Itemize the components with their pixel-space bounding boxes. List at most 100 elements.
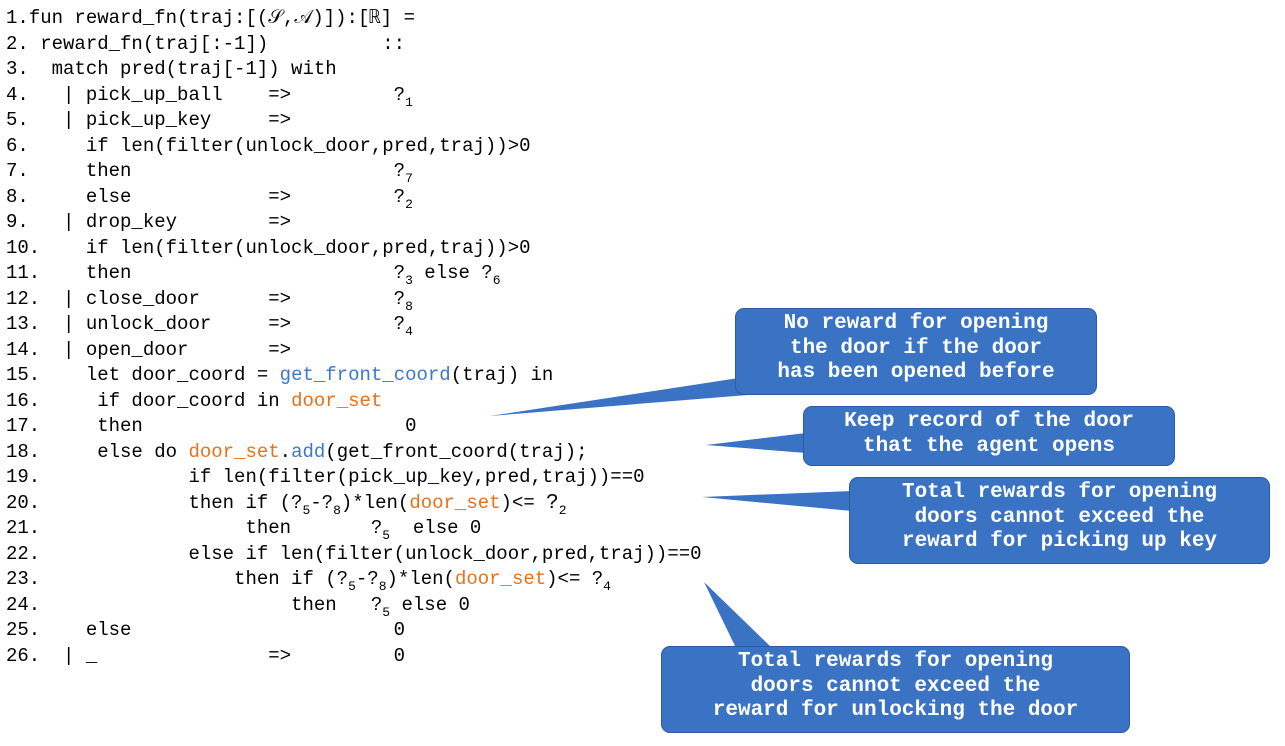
- hole-subscript: 2: [558, 502, 567, 518]
- code-text: reward_fn(traj[:-1]) ::: [28, 32, 406, 55]
- code-text: then ?: [40, 593, 383, 616]
- pointer-exceed-unlock-door: [704, 582, 772, 648]
- code-line: 11. then ?3 else ?6: [6, 262, 501, 288]
- code-line: 2. reward_fn(traj[:-1]) ::: [6, 33, 405, 55]
- hole-subscript: 6: [492, 273, 501, 288]
- code-text: )<= ?: [546, 568, 604, 590]
- code-line: 20. then if (?5-?8)*len(door_set)<= ?2: [6, 491, 567, 518]
- code-text: if len(filter(unlock_door,pred,traj))>0: [28, 134, 531, 157]
- code-line: 10. if len(filter(unlock_door,pred,traj)…: [6, 237, 531, 259]
- code-text: else => ?: [28, 185, 406, 208]
- callout-line: doors cannot exceed the: [750, 674, 1041, 698]
- code-text: else 0: [40, 619, 406, 641]
- code-text: then ?: [28, 160, 406, 182]
- line-number: 10.: [6, 236, 41, 259]
- code-text: match pred(traj[-1]) with: [28, 58, 337, 80]
- code-text: -?: [355, 568, 379, 590]
- line-number: 22.: [6, 542, 41, 565]
- code-line: 19. if len(filter(pick_up_key,pred,traj)…: [6, 466, 645, 488]
- code-text: | _ => 0: [40, 644, 406, 667]
- code-text: then if (?: [40, 568, 349, 590]
- line-number: 17.: [6, 415, 41, 437]
- code-line: 6. if len(filter(unlock_door,pred,traj))…: [6, 135, 531, 157]
- hole-subscript: 4: [405, 324, 413, 339]
- pointer-exceed-pick-key: [702, 491, 852, 511]
- code-text: then ?: [40, 262, 406, 284]
- code-line: 9. | drop_key =>: [6, 211, 291, 233]
- line-number: 14.: [6, 338, 41, 361]
- callout-line: doors cannot exceed the: [914, 505, 1205, 529]
- code-line: 14. | open_door =>: [6, 339, 291, 361]
- hole-subscript: 1: [405, 94, 413, 110]
- code-text: (get_front_coord(traj);: [325, 440, 588, 463]
- code-line: 13. | unlock_door => ?4: [6, 313, 413, 339]
- code-text: )<=: [500, 491, 547, 514]
- hole-subscript: 5: [302, 502, 311, 518]
- code-line: 4. | pick_up_ball => ?1: [6, 83, 413, 110]
- callout-record-door: Keep record of the door that the agent o…: [803, 406, 1175, 466]
- code-text: else 0: [390, 517, 482, 539]
- line-number: 13.: [6, 313, 41, 335]
- code-line: 7. then ?7: [6, 160, 413, 186]
- callout-line: Total rewards for opening: [737, 650, 1054, 673]
- line-number: 26.: [6, 644, 41, 667]
- line-number: 24.: [6, 593, 41, 616]
- line-number: 4.: [6, 83, 29, 106]
- code-text: then 0: [40, 415, 417, 437]
- code-text: (traj) in: [450, 364, 554, 386]
- line-number: 18.: [6, 440, 41, 463]
- code-line: 25. else 0: [6, 619, 405, 641]
- line-number: 11.: [6, 262, 41, 284]
- code-line: 5. | pick_up_key =>: [6, 109, 291, 131]
- code-text: | pick_up_ball => ?: [28, 83, 406, 106]
- code-text: if len(filter(unlock_door,pred,traj))>0: [40, 236, 531, 259]
- code-text: -?: [310, 491, 334, 514]
- code-text: then if (?: [40, 491, 303, 514]
- code-line: 18. else do door_set.add(get_front_coord…: [6, 441, 588, 463]
- callout-line: that the agent opens: [862, 434, 1116, 458]
- hole-subscript: 5: [382, 528, 391, 543]
- line-number: 25.: [6, 619, 41, 641]
- code-text: | pick_up_key =>: [28, 109, 292, 131]
- hole-subscript: 3: [405, 273, 413, 288]
- callout-line: has been opened before: [777, 361, 1055, 384]
- callout-door-opened-before: No reward for opening the door if the do…: [735, 308, 1097, 395]
- line-number: 3.: [6, 58, 29, 80]
- callout-line: the door if the door: [789, 336, 1043, 360]
- code-text: else if len(filter(unlock_door,pred,traj…: [40, 542, 702, 565]
- code-text: else do: [40, 440, 189, 463]
- code-text: )*len(: [386, 568, 455, 590]
- line-number: 1.: [6, 7, 29, 29]
- callout-line: Total rewards for opening: [901, 481, 1218, 504]
- door-set-token: door_set: [409, 491, 501, 514]
- callout-line: reward for unlocking the door: [712, 699, 1079, 722]
- code-line: 17. then 0: [6, 415, 416, 437]
- code-text: | unlock_door => ?: [40, 313, 406, 335]
- line-number: 23.: [6, 568, 41, 590]
- hole-subscript: 5: [348, 579, 356, 594]
- line-number: 8.: [6, 185, 29, 208]
- code-line: 8. else => ?2: [6, 185, 413, 212]
- line-number: 7.: [6, 160, 29, 182]
- code-text: else ?: [412, 262, 493, 284]
- line-number: 19.: [6, 466, 41, 488]
- code-text: | close_door => ?: [40, 287, 406, 310]
- line-number: 21.: [6, 517, 41, 539]
- code-text: .: [279, 440, 292, 463]
- line-number: 12.: [6, 287, 41, 310]
- hole-subscript: 8: [378, 579, 387, 594]
- door-set-token: door_set: [454, 568, 547, 590]
- callout-line: No reward for opening: [783, 312, 1049, 335]
- pointer-record-door: [706, 433, 806, 453]
- code-text: )*len(: [340, 491, 410, 514]
- code-line: 26. | _ => 0: [6, 645, 405, 667]
- code-line: 24. then ?5 else 0: [6, 593, 470, 620]
- code-text: let door_coord =: [40, 364, 280, 386]
- line-number: 16.: [6, 389, 41, 412]
- code-text: fun reward_fn(traj:[(𝒮,𝒜)]):[ℝ] =: [28, 7, 415, 29]
- hole-subscript: 7: [405, 171, 413, 186]
- callout-exceed-unlock-door: Total rewards for opening doors cannot e…: [661, 646, 1130, 733]
- line-number: 20.: [6, 491, 41, 514]
- code-line: 1.fun reward_fn(traj:[(𝒮,𝒜)]):[ℝ] =: [6, 7, 415, 29]
